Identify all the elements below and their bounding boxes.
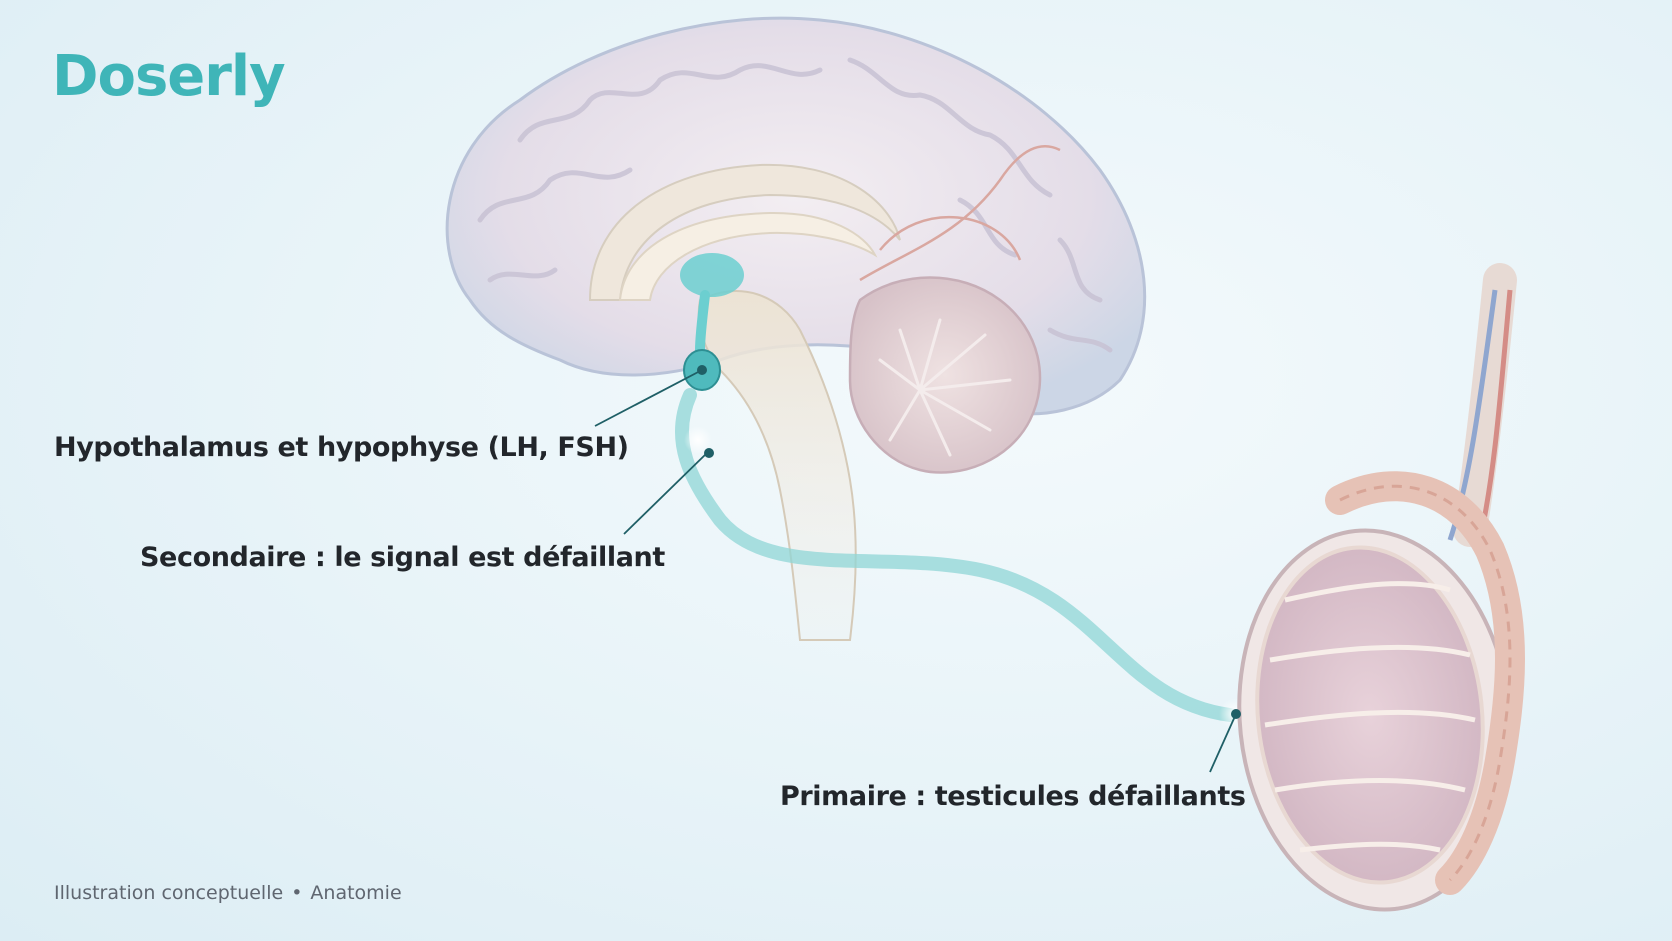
- footer-caption: Illustration conceptuelle • Anatomie: [54, 882, 402, 904]
- testis: [1237, 263, 1525, 912]
- footer-right: Anatomie: [310, 882, 402, 904]
- leader-lines: [594, 369, 1237, 773]
- brain: [445, 16, 1147, 641]
- brand-logo: Doserly: [52, 44, 286, 109]
- label-primary: Primaire : testicules défaillants: [780, 781, 1246, 812]
- footer-separator: •: [291, 882, 303, 904]
- label-secondary: Secondaire : le signal est défaillant: [140, 542, 665, 573]
- label-hypothalamus: Hypothalamus et hypophyse (LH, FSH): [54, 432, 629, 463]
- signal-pathway: [675, 388, 1237, 722]
- footer-left: Illustration conceptuelle: [54, 882, 284, 904]
- leader-dots: [697, 365, 1241, 719]
